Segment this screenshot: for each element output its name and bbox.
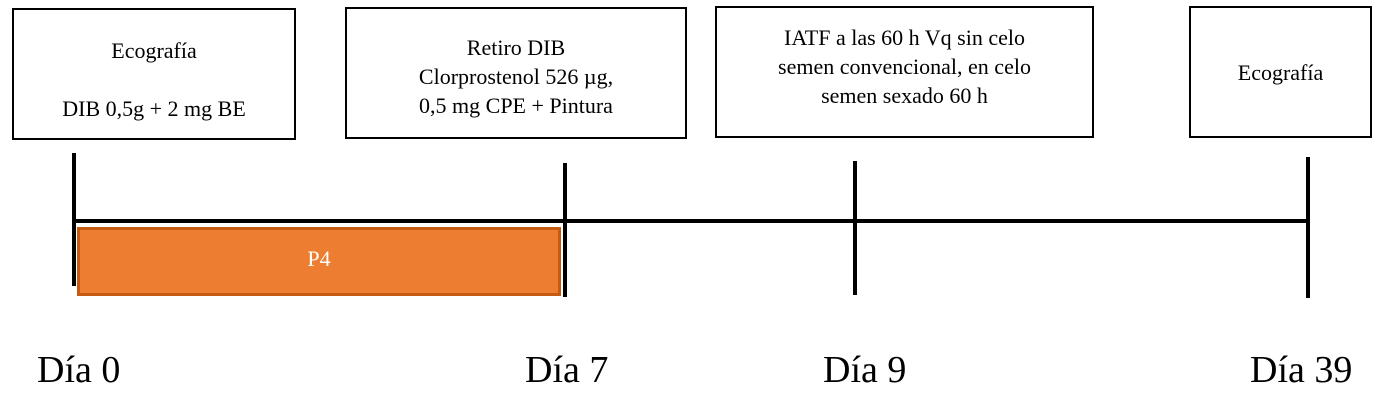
- event-box-text: semen convencional, en celo: [778, 54, 1031, 79]
- event-box-text: Clorprostenol 526 µg,: [418, 64, 614, 89]
- event-box-text: IATF a las 60 h Vq sin celo: [784, 25, 1025, 50]
- event-box-text: semen sexado 60 h: [821, 83, 988, 108]
- event-box-text: Ecografía: [1237, 60, 1324, 85]
- day-label: Día 9: [823, 349, 907, 391]
- timeline-tick-day-9: [853, 161, 857, 295]
- timeline-tick-day-7: [563, 163, 567, 297]
- event-box-spacer: [14, 65, 294, 94]
- timeline-tick-day-39: [1306, 157, 1310, 298]
- event-box-text: 0,5 mg CPE + Pintura: [419, 93, 613, 118]
- timeline-axis: [73, 219, 1310, 223]
- event-box-day-39: Ecografía: [1189, 6, 1372, 138]
- day-label: Día 39: [1250, 349, 1353, 391]
- event-box-day-7: Retiro DIB Clorprostenol 526 µg, 0,5 mg …: [345, 7, 687, 139]
- day-label: Día 0: [37, 349, 121, 391]
- event-box-day-0: Ecografía DIB 0,5g + 2 mg BE: [12, 8, 296, 140]
- event-box-text: Retiro DIB: [466, 35, 566, 60]
- event-box-text: DIB 0,5g + 2 mg BE: [62, 96, 246, 121]
- timeline-tick-day-0: [72, 153, 76, 286]
- day-label: Día 7: [525, 349, 609, 391]
- event-box-day-9: IATF a las 60 h Vq sin celo semen conven…: [715, 6, 1094, 138]
- p4-treatment-bar: P4: [77, 227, 561, 296]
- event-box-text: Ecografía: [111, 38, 197, 63]
